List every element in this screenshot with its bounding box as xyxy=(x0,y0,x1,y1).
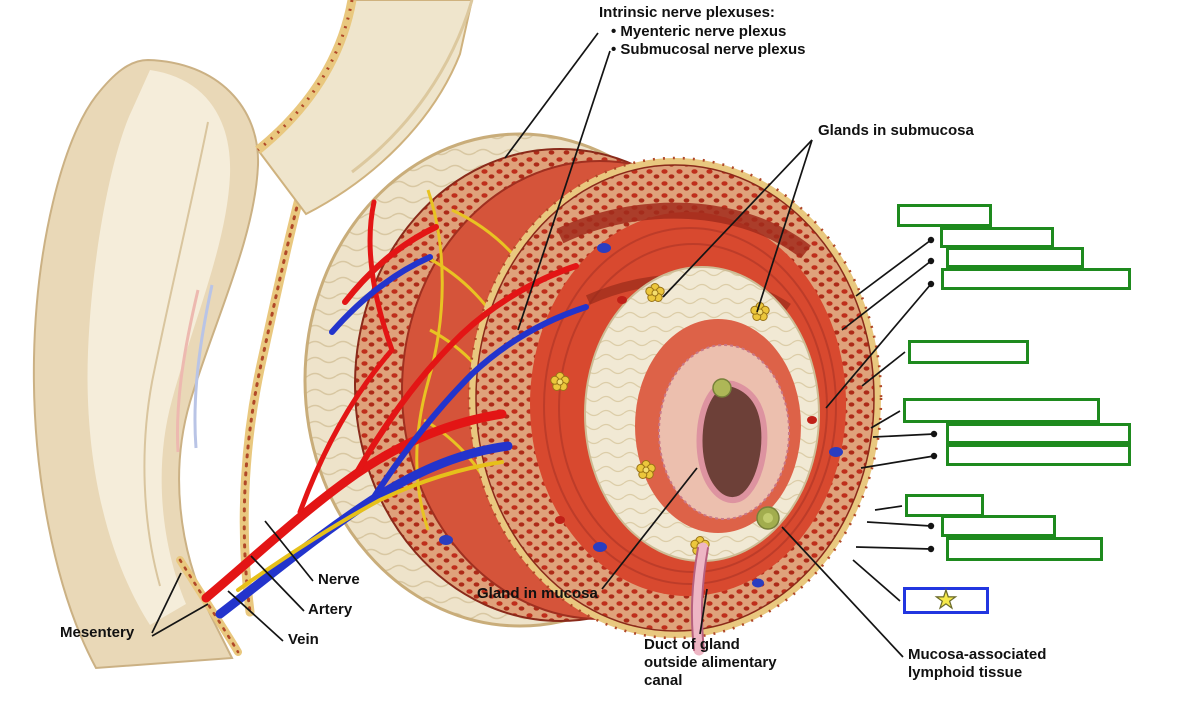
answer-box-11[interactable] xyxy=(946,537,1103,561)
mucosa-associated-lymphoid-tissue-label: Mucosa-associated lymphoid tissue xyxy=(908,646,1047,681)
duct-of-gland-label: Duct of gland outside alimentary canal xyxy=(644,636,777,689)
canal-wall-layers xyxy=(303,132,883,656)
nerve-label: Nerve xyxy=(318,571,360,588)
bullet-dots xyxy=(927,236,938,553)
submucosal-nerve-plexus-label: • Submucosal nerve plexus xyxy=(611,41,806,58)
answer-box-10[interactable] xyxy=(941,515,1056,537)
answer-box-8[interactable] xyxy=(946,444,1131,466)
lumen xyxy=(696,380,768,503)
star-answer-box[interactable]: ★ xyxy=(903,587,989,614)
mesenteric-vessels xyxy=(201,199,589,619)
answer-box-1[interactable] xyxy=(897,204,992,227)
gland-in-mucosa-label: Gland in mucosa xyxy=(477,585,598,602)
star-icon: ★ xyxy=(934,586,958,614)
answer-box-9[interactable] xyxy=(905,494,984,517)
lymphoid-nodules xyxy=(712,378,780,530)
answer-box-4[interactable] xyxy=(941,268,1131,290)
answer-box-2[interactable] xyxy=(940,227,1054,248)
canal-funnel xyxy=(255,0,474,216)
mesentery-shape xyxy=(32,58,335,670)
gland-duct xyxy=(690,542,709,656)
answer-box-7[interactable] xyxy=(946,423,1131,444)
answer-box-5[interactable] xyxy=(908,340,1029,364)
myenteric-nerve-plexus-label: • Myenteric nerve plexus xyxy=(611,23,787,40)
leader-lines xyxy=(151,32,938,658)
artery-label: Artery xyxy=(308,601,353,618)
intrinsic-nerve-plexuses-heading: Intrinsic nerve plexuses: xyxy=(599,4,775,21)
answer-box-6[interactable] xyxy=(903,398,1100,423)
answer-box-3[interactable] xyxy=(946,247,1084,268)
submucosa-vessels xyxy=(439,243,843,596)
glands-in-submucosa-label: Glands in submucosa xyxy=(818,122,974,139)
vein-label: Vein xyxy=(288,631,319,648)
mesentery-label: Mesentery xyxy=(60,624,135,641)
